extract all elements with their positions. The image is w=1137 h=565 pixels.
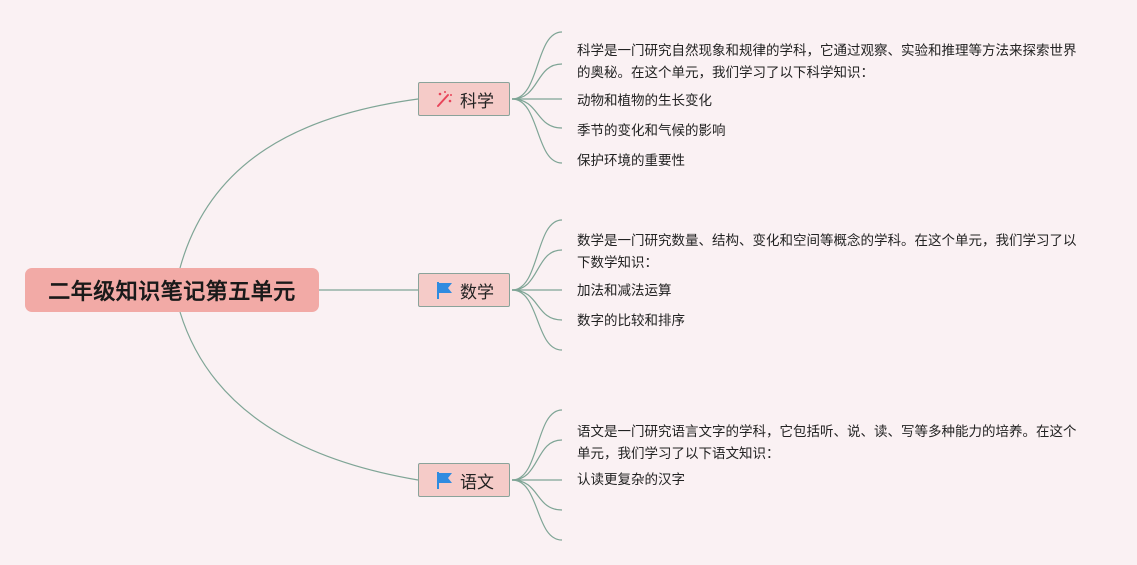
- branch-chinese[interactable]: 语文: [418, 463, 510, 497]
- connector-math-leaf-4: [511, 289, 563, 321]
- leaf-science-3[interactable]: 保护环境的重要性: [577, 153, 685, 169]
- connector-science-leaf-4: [511, 98, 563, 129]
- connector-science-leaf-1: [511, 31, 563, 100]
- connector-chinese-leaf-5: [511, 479, 563, 541]
- branch-science[interactable]: 科学: [418, 82, 510, 116]
- leaf-math-1[interactable]: 加法和减法运算: [577, 283, 672, 299]
- branch-label: 数学: [460, 282, 494, 303]
- connector-math-leaf-5: [511, 289, 563, 351]
- magic-wand-icon: [434, 89, 454, 109]
- connector-root-chinese: [179, 311, 419, 481]
- leaf-science-1[interactable]: 动物和植物的生长变化: [577, 93, 712, 109]
- connector-science-leaf-5: [511, 98, 563, 164]
- branch-math[interactable]: 数学: [418, 273, 510, 307]
- connector-chinese-leaf-2: [511, 439, 563, 481]
- connector-root-science: [179, 98, 419, 269]
- branch-label: 科学: [460, 91, 494, 112]
- connector-math-leaf-2: [511, 249, 563, 291]
- leaf-math-intro[interactable]: 数学是一门研究数量、结构、变化和空间等概念的学科。在这个单元，我们学习了以下数学…: [577, 233, 1077, 271]
- flag-icon: [434, 280, 454, 300]
- leaf-science-2[interactable]: 季节的变化和气候的影响: [577, 123, 726, 139]
- leaf-chinese-1[interactable]: 认读更复杂的汉字: [577, 472, 685, 488]
- leaf-science-intro[interactable]: 科学是一门研究自然现象和规律的学科，它通过观察、实验和推理等方法来探索世界的奥秘…: [577, 43, 1077, 81]
- connector-science-leaf-2: [511, 63, 563, 100]
- connector-math-leaf-1: [511, 219, 563, 291]
- root-topic[interactable]: 二年级知识笔记第五单元: [25, 268, 319, 312]
- leaf-math-2[interactable]: 数字的比较和排序: [577, 313, 685, 329]
- flag-icon: [434, 470, 454, 490]
- branch-label: 语文: [460, 472, 494, 493]
- leaf-chinese-intro[interactable]: 语文是一门研究语言文字的学科，它包括听、说、读、写等多种能力的培养。在这个单元，…: [577, 424, 1077, 462]
- connector-chinese-leaf-1: [511, 409, 563, 481]
- connector-chinese-leaf-4: [511, 479, 563, 511]
